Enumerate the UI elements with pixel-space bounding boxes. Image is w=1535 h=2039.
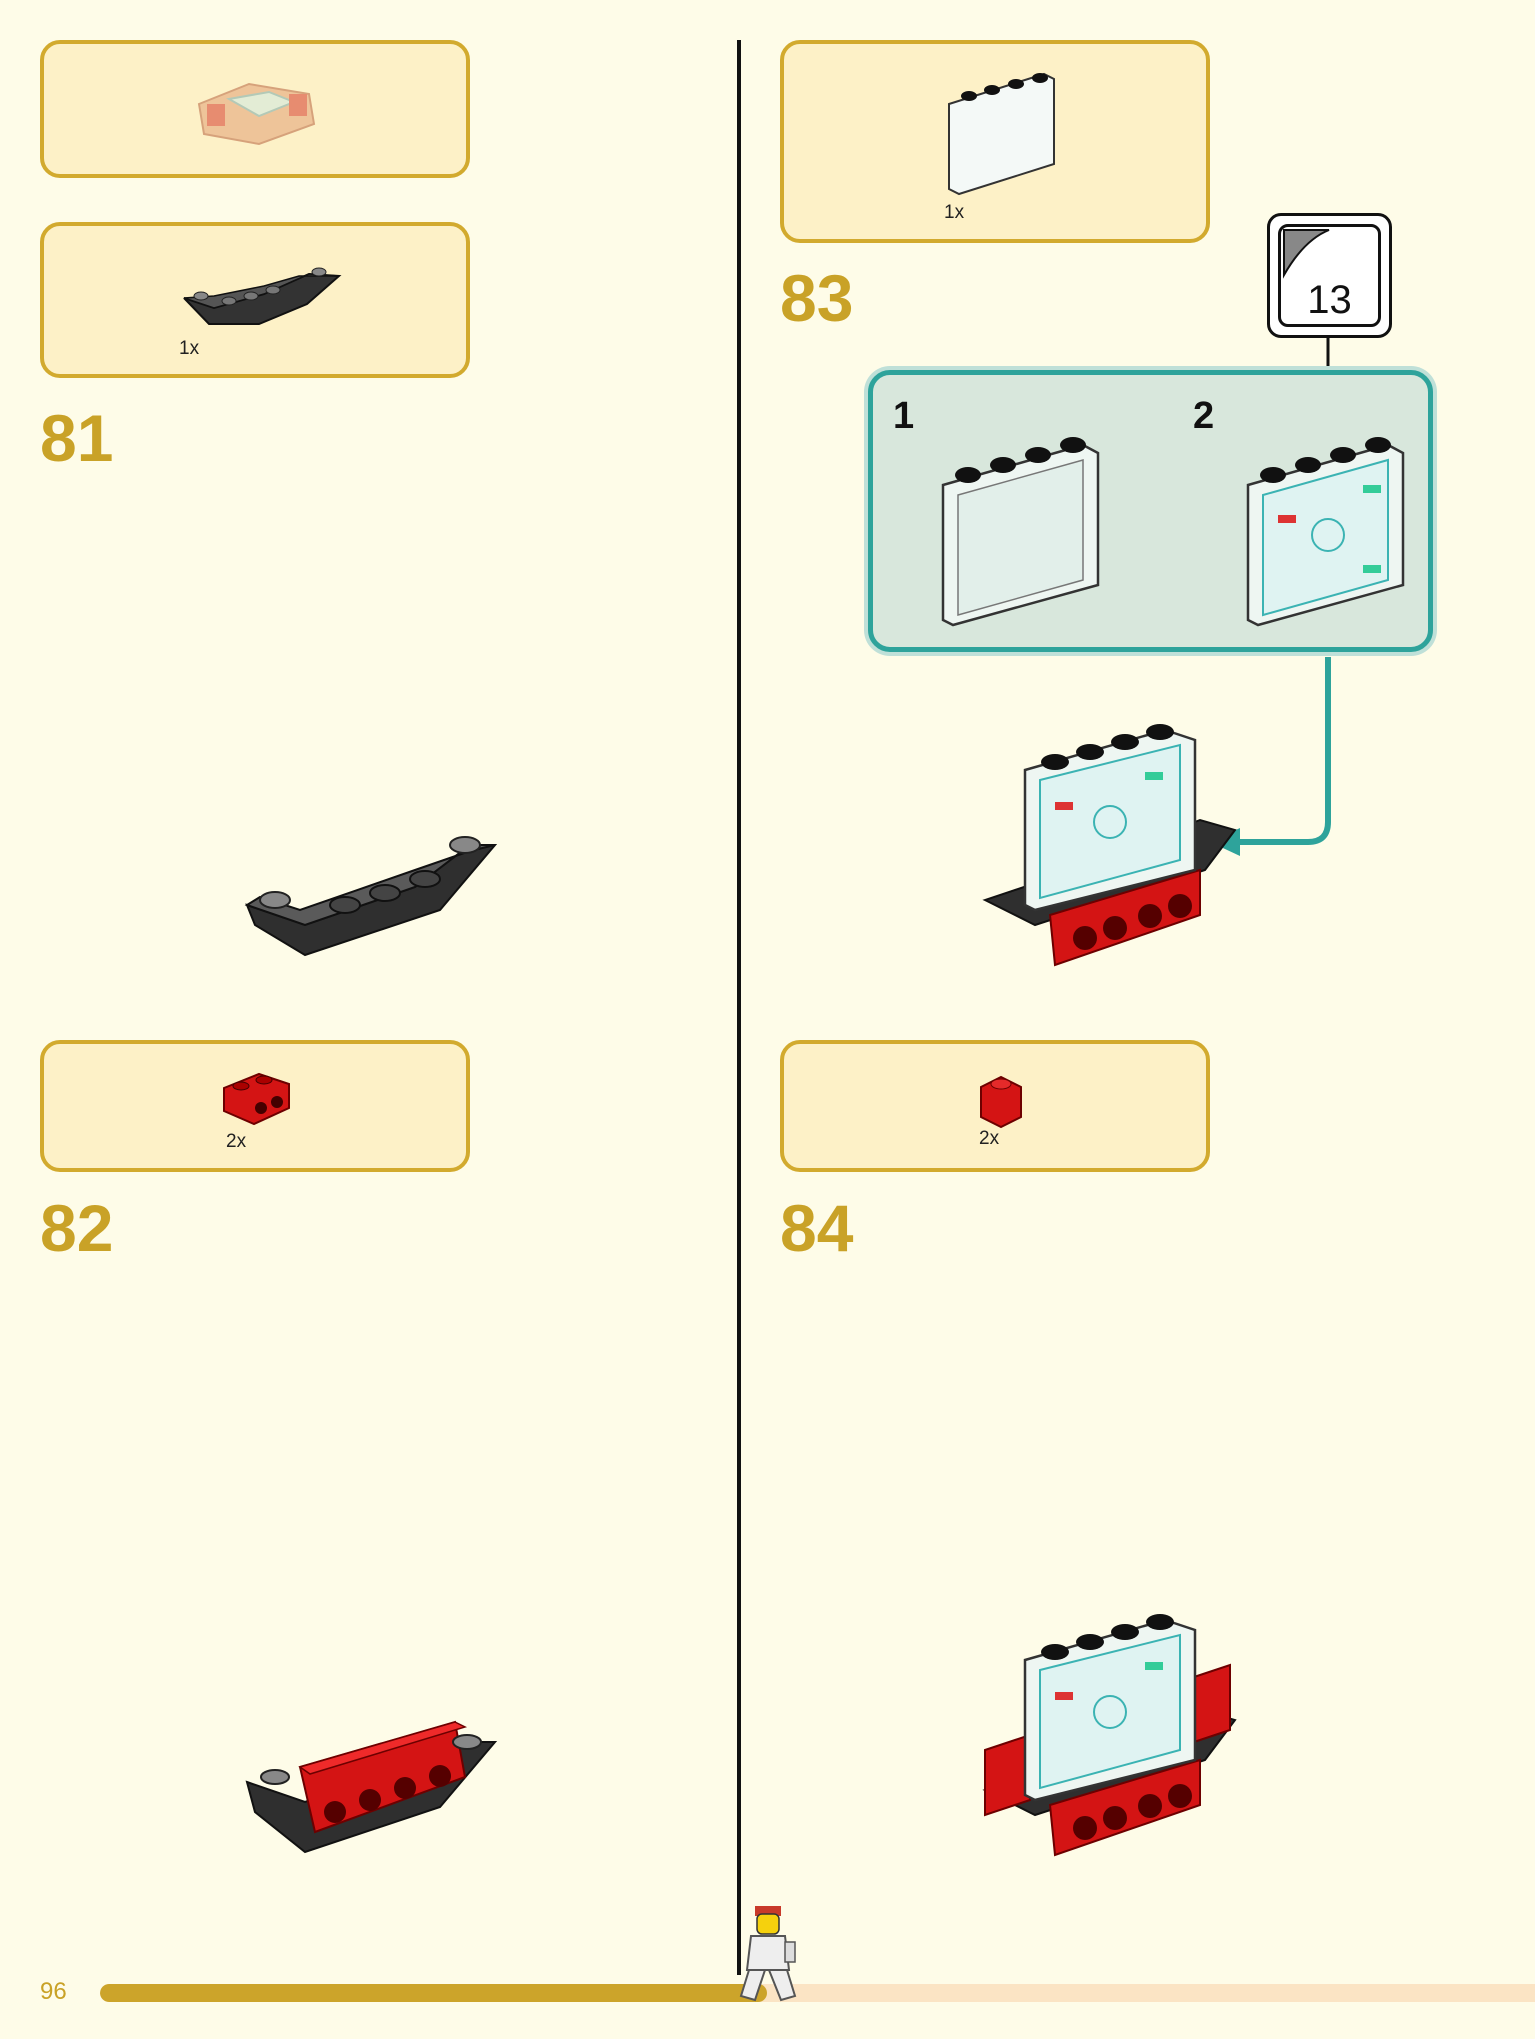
build-progress-fill (100, 1984, 768, 2002)
sticker-callout: 13 (1267, 213, 1392, 338)
step-84-quantity: 2x (979, 1128, 1000, 1149)
sticker-number: 13 (1307, 278, 1352, 322)
previous-build-thumbnail (197, 82, 316, 146)
column-divider (737, 40, 741, 1975)
step-83-quantity: 1x (944, 202, 965, 223)
step-81-build-illustration (244, 836, 498, 957)
minifigure-progress-icon (740, 1906, 797, 2002)
step-83-substep-panel: 1 2 (868, 370, 1433, 652)
substep-2-panel-with-sticker-illustration (1246, 437, 1405, 627)
sticker-frame (1278, 224, 1381, 327)
page-number: 96 (40, 1978, 67, 2005)
transparent-panel-icon (948, 72, 1055, 196)
substep-1-panel-illustration (941, 437, 1100, 627)
step-81-number: 81 (40, 401, 114, 475)
substep-2-number: 2 (1193, 395, 1215, 437)
sticker-peel-icon (1283, 229, 1330, 279)
step-83-build-illustration (982, 724, 1237, 967)
red-1x1-brick-icon (980, 1075, 1022, 1129)
substep-1-number: 1 (893, 395, 915, 437)
step-84-build-illustration (982, 1614, 1237, 1857)
step-83-number: 83 (780, 261, 854, 335)
step-84-parts-box: 2x (780, 1040, 1210, 1172)
step-82-parts-box: 2x (40, 1040, 470, 1172)
build-progress-bar (100, 1984, 1535, 2002)
step-81-parts-box: 1x (40, 222, 470, 378)
red-bracket-icon (223, 1072, 290, 1126)
step-82-quantity: 2x (226, 1131, 247, 1152)
step-82-build-illustration (245, 1720, 498, 1854)
previous-build-box (40, 40, 470, 178)
step-84-number: 84 (780, 1191, 854, 1265)
step-81-quantity: 1x (179, 338, 200, 359)
dark-slope-brick-icon (183, 267, 342, 325)
step-83-parts-box: 1x (780, 40, 1210, 243)
step-82-number: 82 (40, 1191, 114, 1265)
